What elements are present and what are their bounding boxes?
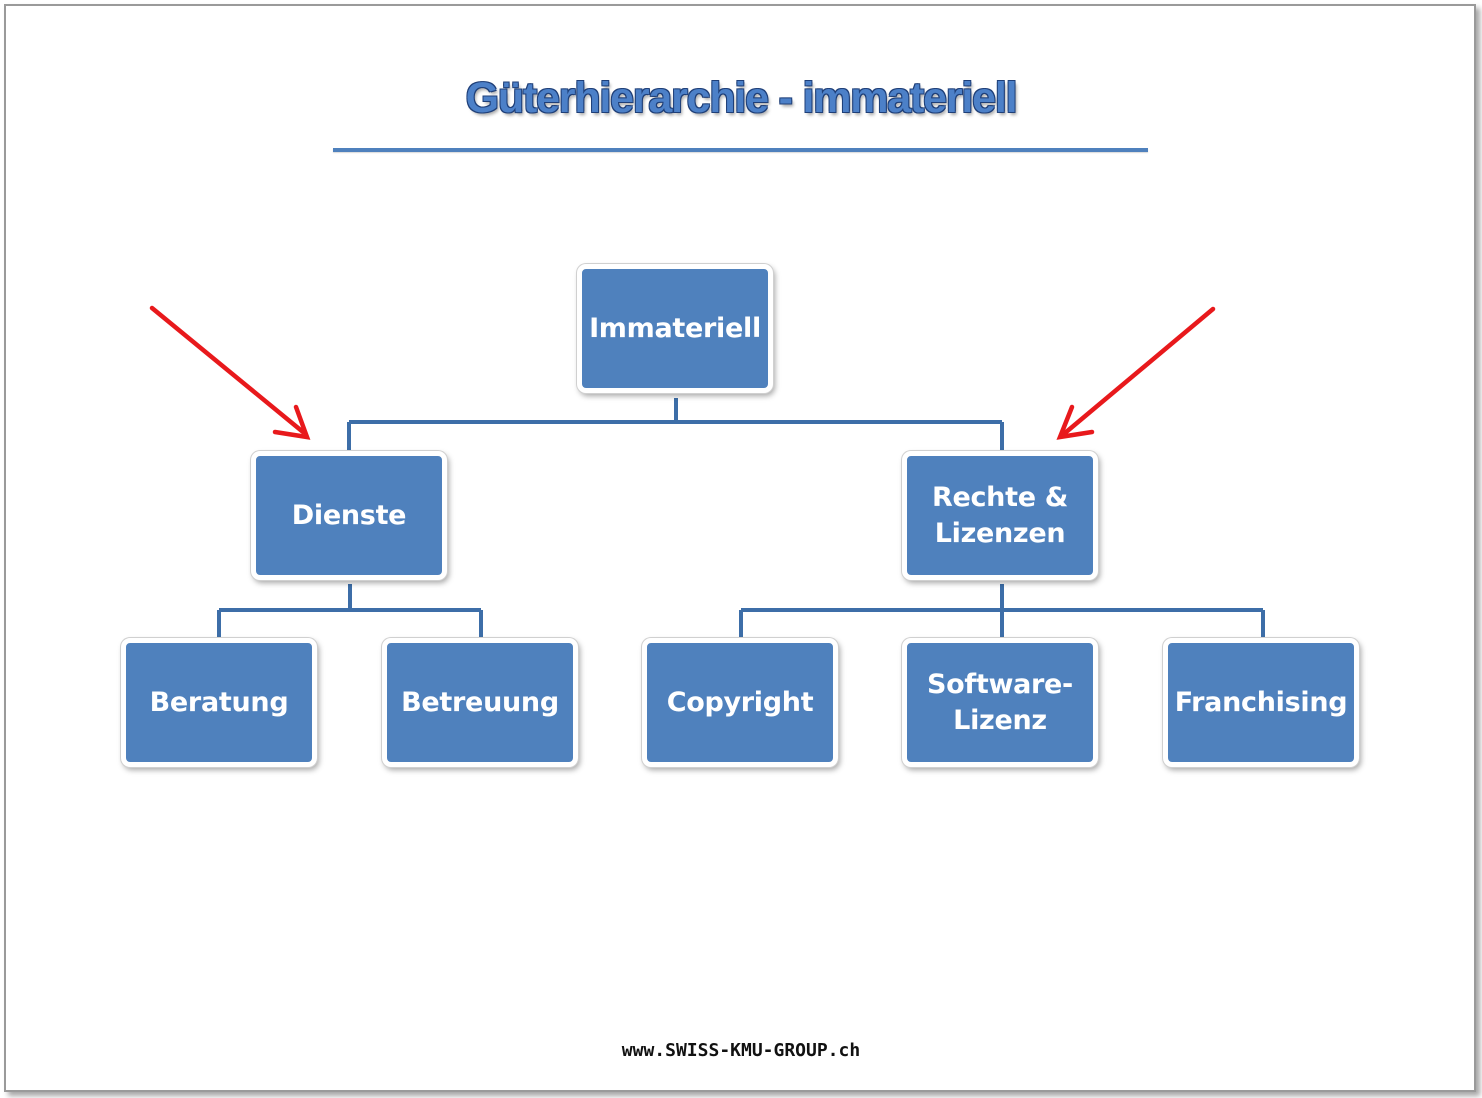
node-software-lizenz: Software- Lizenz — [902, 638, 1098, 767]
arrow-right — [1056, 306, 1216, 440]
arrow-left — [149, 305, 311, 440]
connector-root — [347, 398, 1004, 452]
node-beratung: Beratung — [121, 638, 317, 767]
slide-frame — [4, 4, 1476, 1092]
node-copyright: Copyright — [642, 638, 838, 767]
connector-rechte — [739, 584, 1265, 638]
connector-dienste — [217, 584, 483, 638]
node-betreuung: Betreuung — [382, 638, 578, 767]
page-title: Güterhierarchie - immateriell — [465, 74, 1018, 122]
node-franchising: Franchising — [1163, 638, 1359, 767]
title-underline — [333, 148, 1148, 152]
footer-website: www.SWISS-KMU-GROUP.ch — [621, 1040, 861, 1061]
node-rechte-lizenzen: Rechte & Lizenzen — [902, 451, 1098, 580]
node-dienste: Dienste — [251, 451, 447, 580]
node-immateriell: Immateriell — [577, 264, 773, 393]
